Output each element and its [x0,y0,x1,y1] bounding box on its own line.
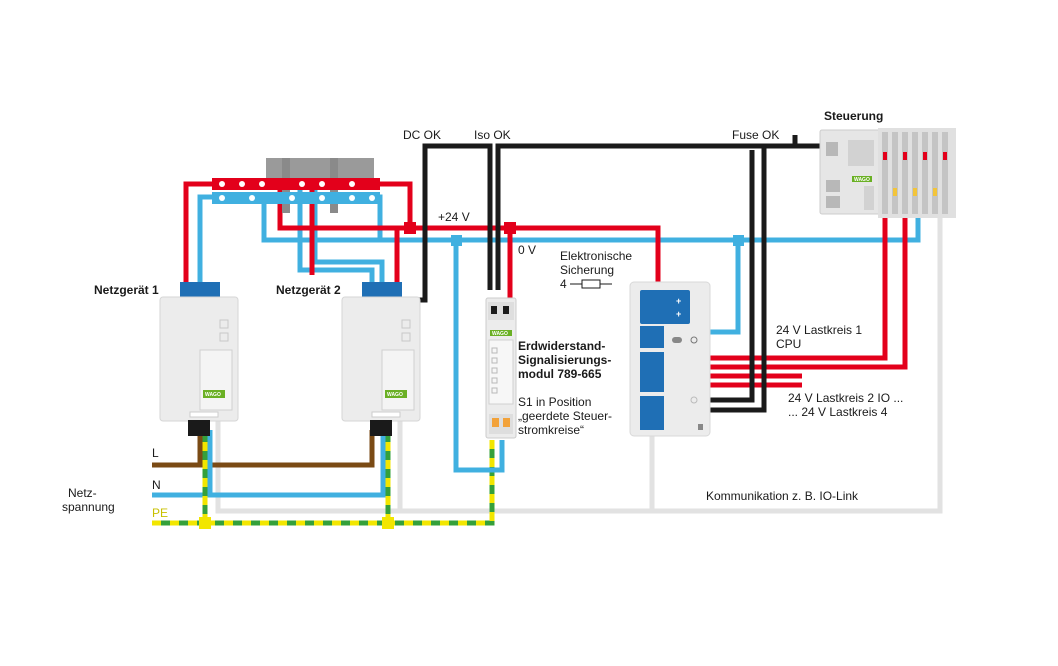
iso-ok-wire [495,135,798,290]
module-title-line3: modul 789-665 [518,367,602,381]
blue-psu2 [312,186,385,284]
module-logo: WAGO [492,331,508,337]
psu1-label: Netzgerät 1 [94,283,159,297]
controller-plc[interactable] [819,128,956,218]
zero-v-label: 0 V [518,243,536,257]
wire-L-2 [200,430,375,468]
load2-label: 24 V Lastkreis 2 IO ... [788,391,903,405]
pe-junction-1 [199,517,211,529]
load1-line1: 24 V Lastkreis 1 [776,323,862,337]
blue-module [453,240,505,473]
red-load1 [644,210,888,361]
fuse-number: 4 [560,277,567,291]
s1-line1: S1 in Position [518,395,591,409]
fuse-title-line1: Elektronische [560,249,632,263]
load4-label: ... 24 V Lastkreis 4 [788,405,888,419]
dc-ok-label: DC OK [403,128,441,142]
pe-junction-2 [382,517,394,529]
wire-N-2 [210,430,386,498]
svg-text:+: + [676,309,681,319]
blue-psu1 [197,194,233,284]
dc-ok-wire [413,143,493,303]
mains-line1: Netz- [68,486,97,500]
earth-resistance-module[interactable] [485,297,517,439]
s1-line3: stromkreise“ [518,423,584,437]
controller-logo: WAGO [854,177,870,183]
label-PE: PE [152,506,168,520]
fuse-title-line2: Sicherung [560,263,614,277]
module-title-line2: Signalisierungs- [518,353,611,367]
power-supply-2[interactable] [341,282,421,436]
label-N: N [152,478,161,492]
psu1-logo: WAGO [205,392,221,398]
controller-label: Steuerung [824,109,883,123]
module-title-line1: Erdwiderstand- [518,339,605,353]
red-junction-2 [504,222,516,234]
blue-junction-1 [451,235,462,246]
red-load2 [644,210,908,370]
iso-ok-label: Iso OK [474,128,511,142]
plus24-label: +24 V [438,210,470,224]
psu2-label: Netzgerät 2 [276,283,341,297]
red-to-fuse [510,225,661,298]
psu2-logo: WAGO [387,392,403,398]
power-supply-1[interactable] [159,282,239,436]
blue-junction-2 [733,235,744,246]
svg-text:+: + [676,296,681,306]
wire-PE-stripe [152,440,495,526]
comm-label: Kommunikation z. B. IO-Link [706,489,859,503]
fuse-symbol-icon [570,279,612,289]
cross-connector-block [212,158,380,213]
load1-line2: CPU [776,337,801,351]
electronic-fuse-module[interactable]: + + [629,281,711,437]
red-junction-1 [404,222,416,234]
label-L: L [152,446,159,460]
mains-line2: spannung [62,500,115,514]
fuse-ok-label: Fuse OK [732,128,779,142]
blue-psu1-b [261,197,921,243]
s1-line2: „geerdete Steuer- [518,409,612,423]
led-sun-icon [690,336,698,344]
